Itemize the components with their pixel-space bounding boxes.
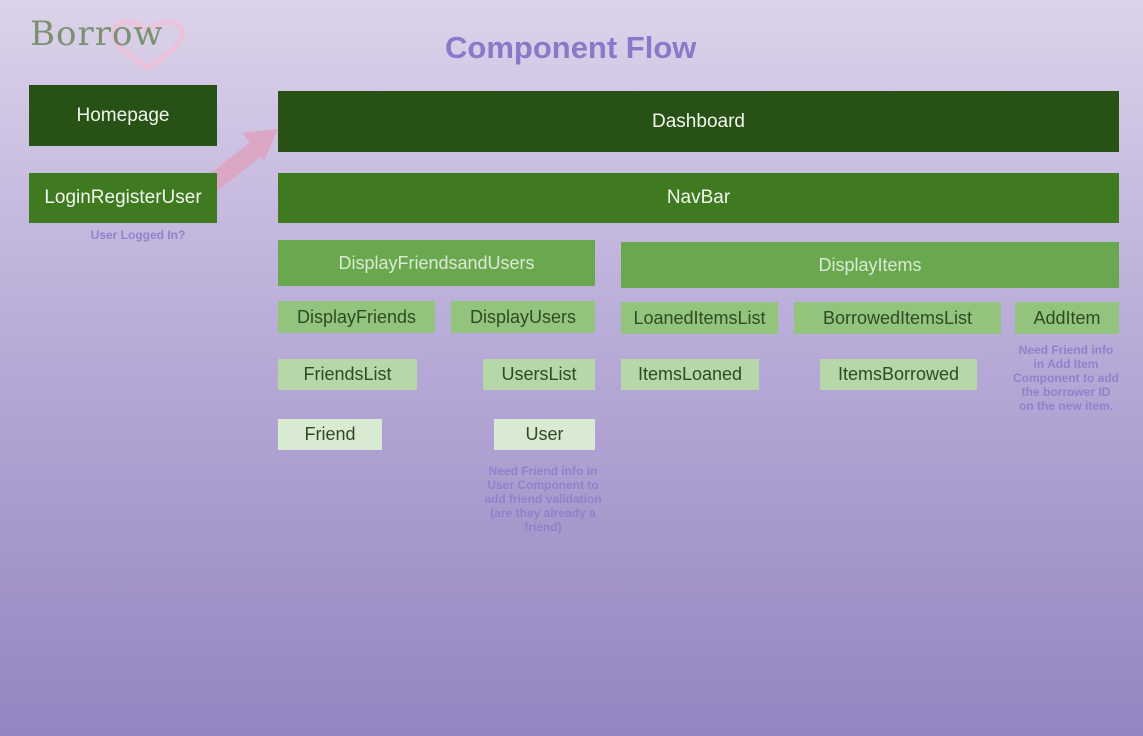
display-users-node: DisplayUsers bbox=[451, 301, 595, 333]
logged-in-note: User Logged In? bbox=[90, 228, 186, 242]
items-borrowed-node: ItemsBorrowed bbox=[820, 359, 977, 390]
add-item-note: Need Friend info in Add Item Component t… bbox=[1013, 343, 1119, 413]
user-node: User bbox=[494, 419, 595, 450]
borrowed-items-list-node: BorrowedItemsList bbox=[794, 302, 1001, 334]
login-register-user-node: LoginRegisterUser bbox=[29, 173, 217, 223]
flow-arrow bbox=[204, 129, 278, 193]
users-list-node: UsersList bbox=[483, 359, 595, 390]
logo-text: Borrow bbox=[30, 14, 164, 54]
add-item-node: AddItem bbox=[1015, 302, 1119, 334]
navbar-node: NavBar bbox=[278, 173, 1119, 223]
friends-list-node: FriendsList bbox=[278, 359, 417, 390]
page-title: Component Flow bbox=[445, 30, 697, 65]
dashboard-node: Dashboard bbox=[278, 91, 1119, 152]
loaned-items-list-node: LoanedItemsList bbox=[621, 302, 778, 334]
display-friends-and-users-node: DisplayFriendsandUsers bbox=[278, 240, 595, 286]
items-loaned-node: ItemsLoaned bbox=[621, 359, 759, 390]
logo: Borrow bbox=[28, 14, 186, 70]
user-component-note: Need Friend info in User Component to ad… bbox=[484, 464, 602, 534]
display-friends-node: DisplayFriends bbox=[278, 301, 435, 333]
friend-node: Friend bbox=[278, 419, 382, 450]
display-items-node: DisplayItems bbox=[621, 242, 1119, 288]
homepage-node: Homepage bbox=[29, 85, 217, 146]
heart-icon bbox=[110, 19, 186, 70]
